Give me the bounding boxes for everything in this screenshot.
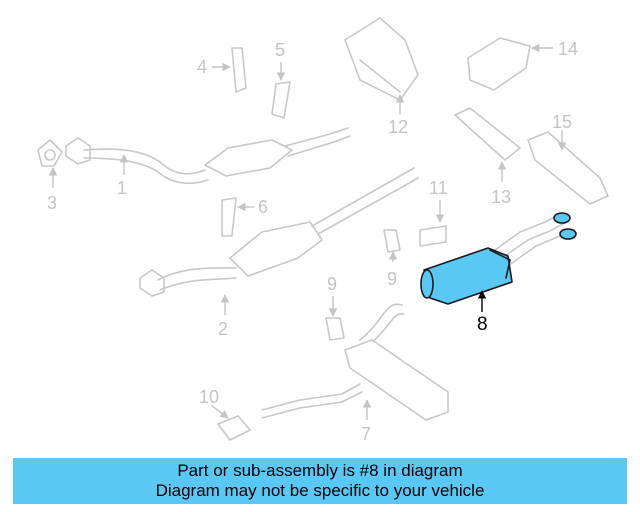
exhaust-diagram: 3 1 4 5 12 14 13 15 [37, 17, 609, 444]
callout-9: 9 [327, 274, 337, 294]
banner-line-part: Part or sub-assembly is #8 in diagram [177, 461, 463, 480]
callout-10: 10 [199, 387, 219, 407]
bracket-part-13[interactable] [454, 107, 521, 161]
clamp-part-11[interactable] [419, 225, 447, 247]
rear-muffler-part-8[interactable] [420, 212, 577, 305]
bracket-part-4[interactable] [231, 47, 247, 93]
callout-11: 11 [429, 178, 448, 198]
info-banner: Part or sub-assembly is #8 in diagram Di… [13, 458, 627, 504]
callout-5: 5 [275, 40, 285, 60]
callout-6: 6 [258, 197, 268, 217]
callout-4: 4 [197, 57, 207, 77]
intermediate-pipe-part-2[interactable] [139, 167, 419, 297]
clamp-part-6[interactable] [221, 197, 237, 237]
callout-9-top: 9 [387, 269, 397, 289]
clamp-part-10[interactable] [217, 415, 251, 441]
front-pipe-part-1[interactable] [65, 127, 351, 185]
center-muffler-part-7[interactable] [261, 303, 449, 421]
callout-12: 12 [388, 117, 408, 137]
callout-1: 1 [117, 178, 127, 198]
banner-line-disclaimer: Diagram may not be specific to your vehi… [155, 481, 485, 500]
shield-part-14[interactable] [467, 37, 531, 91]
heat-shield-part-12[interactable] [344, 17, 419, 101]
gasket-part-3[interactable] [37, 139, 63, 167]
callout-7: 7 [361, 424, 371, 444]
callout-15: 15 [552, 112, 572, 132]
hanger-part-5[interactable] [271, 81, 291, 119]
hanger-part-9[interactable] [325, 229, 401, 341]
callout-14: 14 [558, 39, 578, 59]
callout-8: 8 [477, 314, 488, 335]
callout-13: 13 [491, 187, 511, 207]
shield-part-15[interactable] [527, 131, 609, 205]
callout-3: 3 [47, 193, 57, 213]
callout-2: 2 [218, 319, 228, 339]
